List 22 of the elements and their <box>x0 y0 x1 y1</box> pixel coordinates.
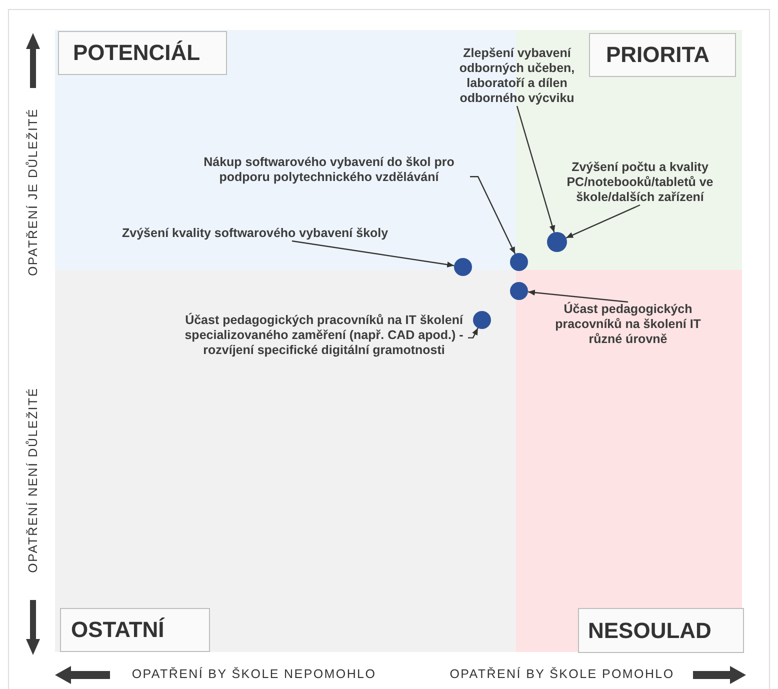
axis-label: OPATŘENÍ BY ŠKOLE NEPOMOHLO <box>130 667 378 681</box>
point-label: Nákup softwarového vybavení do škol pro podporu polytechnického vzdělávání <box>188 155 470 185</box>
point-label: Účast pedagogických pracovníků na školení IT různé úrovně <box>542 302 714 347</box>
data-point <box>473 311 491 329</box>
quadrant-title: NESOULAD <box>578 608 744 653</box>
leader-line <box>292 240 454 268</box>
quadrant-title: POTENCIÁL <box>58 31 227 75</box>
leader-line <box>468 328 478 338</box>
axis-label: OPATŘENÍ NENÍ DŮLEŽITÉ <box>26 386 40 575</box>
data-point <box>547 232 567 252</box>
quadrant-title: PRIORITA <box>589 33 736 77</box>
point-label: Zlepšení vybavení odborných učeben, laboratoří a dílen odborného výcviku <box>442 46 592 106</box>
quadrant-title: OSTATNÍ <box>60 608 210 652</box>
leader-line <box>470 176 516 254</box>
point-label: Účast pedagogických pracovníků na IT školení specializovaného zaměření (např. CAD apod.) - rozvíjení specifické digitální gramotnosti <box>180 313 468 358</box>
axis-label: OPATŘENÍ JE DŮLEŽITÉ <box>26 107 40 278</box>
point-label: Zvýšení kvality softwarového vybavení školy <box>122 226 462 241</box>
leader-line <box>566 204 640 238</box>
leader-line <box>516 106 556 233</box>
leader-line <box>528 290 628 303</box>
axis-label: OPATŘENÍ BY ŠKOLE POMOHLO <box>448 667 676 681</box>
point-label: Zvýšení počtu a kvality PC/notebooků/tabletů ve škole/dalších zařízení <box>548 160 732 205</box>
